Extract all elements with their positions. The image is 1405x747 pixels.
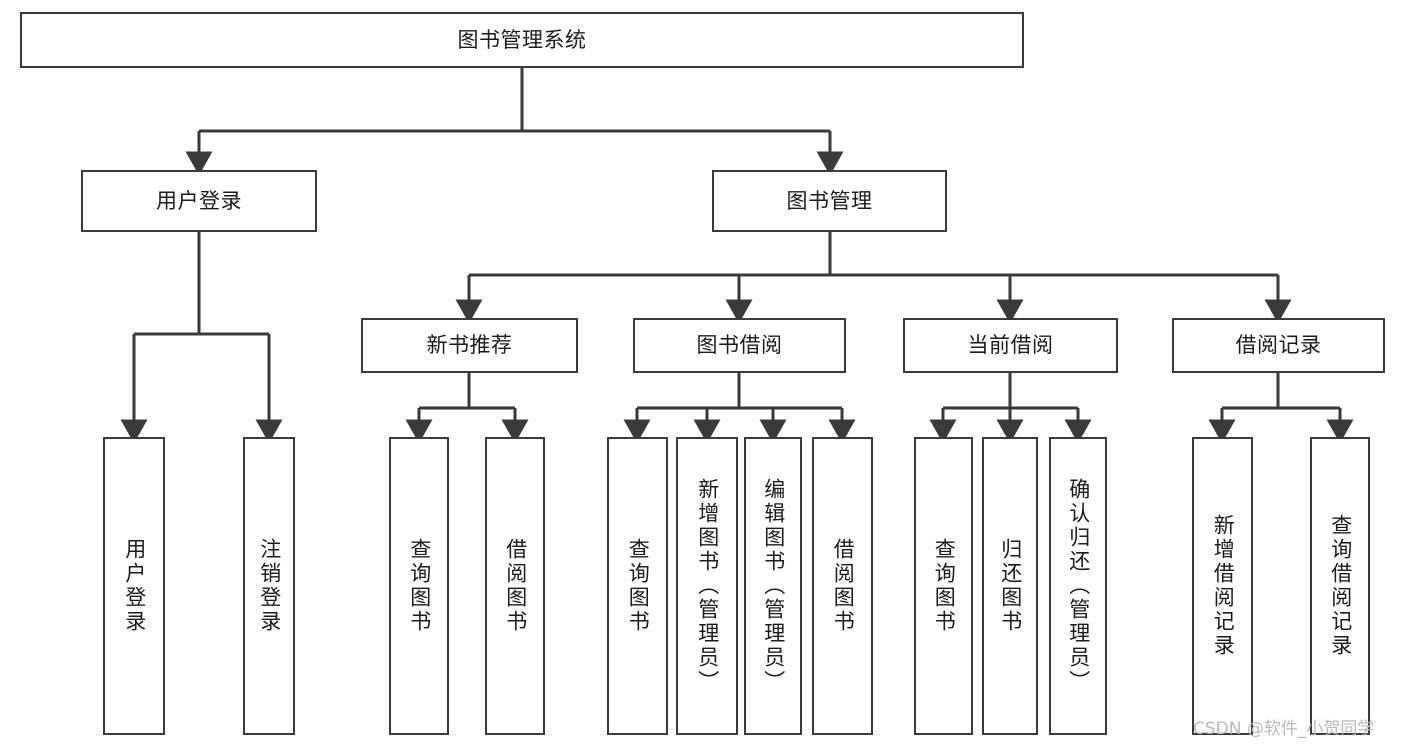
node-borrow-record[interactable]: 借阅记录 — [1172, 318, 1385, 373]
leaf-confirm-return-admin[interactable]: 确认归还（管理员） — [1049, 437, 1107, 735]
leaf-edit-book-admin-label: 编辑图书（管理员） — [761, 478, 786, 694]
node-root[interactable]: 图书管理系统 — [20, 12, 1024, 68]
node-current-borrow[interactable]: 当前借阅 — [903, 318, 1118, 373]
leaf-return-book-label: 归还图书 — [998, 538, 1023, 634]
leaf-query-book-current[interactable]: 查询图书 — [914, 437, 973, 735]
node-book-borrow-label: 图书借阅 — [696, 333, 783, 358]
node-root-label: 图书管理系统 — [457, 27, 587, 52]
leaf-query-book-current-label: 查询图书 — [932, 538, 957, 634]
node-new-book-recommend[interactable]: 新书推荐 — [361, 318, 578, 373]
leaf-user-login-label: 用户登录 — [122, 538, 147, 634]
node-book-management[interactable]: 图书管理 — [712, 170, 947, 232]
leaf-add-book-admin-label: 新增图书（管理员） — [695, 478, 720, 694]
leaf-borrow-book-newbook-label: 借阅图书 — [503, 538, 528, 634]
leaf-add-book-admin[interactable]: 新增图书（管理员） — [676, 437, 738, 735]
leaf-query-book-borrow-label: 查询图书 — [626, 538, 651, 634]
leaf-add-borrow-record-label: 新增借阅记录 — [1211, 514, 1236, 658]
csdn-watermark: CSDN @软件_小贺同学 — [1193, 719, 1375, 739]
leaf-borrow-book[interactable]: 借阅图书 — [812, 437, 873, 735]
node-user-login-label: 用户登录 — [156, 188, 242, 213]
leaf-query-book-borrow[interactable]: 查询图书 — [607, 437, 668, 735]
node-book-management-label: 图书管理 — [786, 188, 873, 213]
leaf-edit-book-admin[interactable]: 编辑图书（管理员） — [744, 437, 802, 735]
node-current-borrow-label: 当前借阅 — [967, 333, 1054, 358]
leaf-query-book-newbook[interactable]: 查询图书 — [389, 437, 449, 735]
leaf-query-book-newbook-label: 查询图书 — [407, 538, 432, 634]
leaf-add-borrow-record[interactable]: 新增借阅记录 — [1192, 437, 1253, 735]
node-new-book-recommend-label: 新书推荐 — [426, 333, 513, 358]
leaf-query-borrow-record-label: 查询借阅记录 — [1328, 514, 1353, 658]
leaf-return-book[interactable]: 归还图书 — [982, 437, 1038, 735]
leaf-confirm-return-admin-label: 确认归还（管理员） — [1066, 478, 1091, 694]
node-borrow-record-label: 借阅记录 — [1235, 333, 1322, 358]
leaf-borrow-book-newbook[interactable]: 借阅图书 — [485, 437, 545, 735]
leaf-user-login[interactable]: 用户登录 — [103, 437, 165, 735]
node-user-login[interactable]: 用户登录 — [81, 170, 317, 232]
leaf-logout[interactable]: 注销登录 — [243, 437, 295, 735]
leaf-logout-label: 注销登录 — [257, 538, 282, 634]
node-book-borrow[interactable]: 图书借阅 — [633, 318, 846, 373]
leaf-query-borrow-record[interactable]: 查询借阅记录 — [1310, 437, 1370, 735]
leaf-borrow-book-label: 借阅图书 — [831, 538, 856, 634]
